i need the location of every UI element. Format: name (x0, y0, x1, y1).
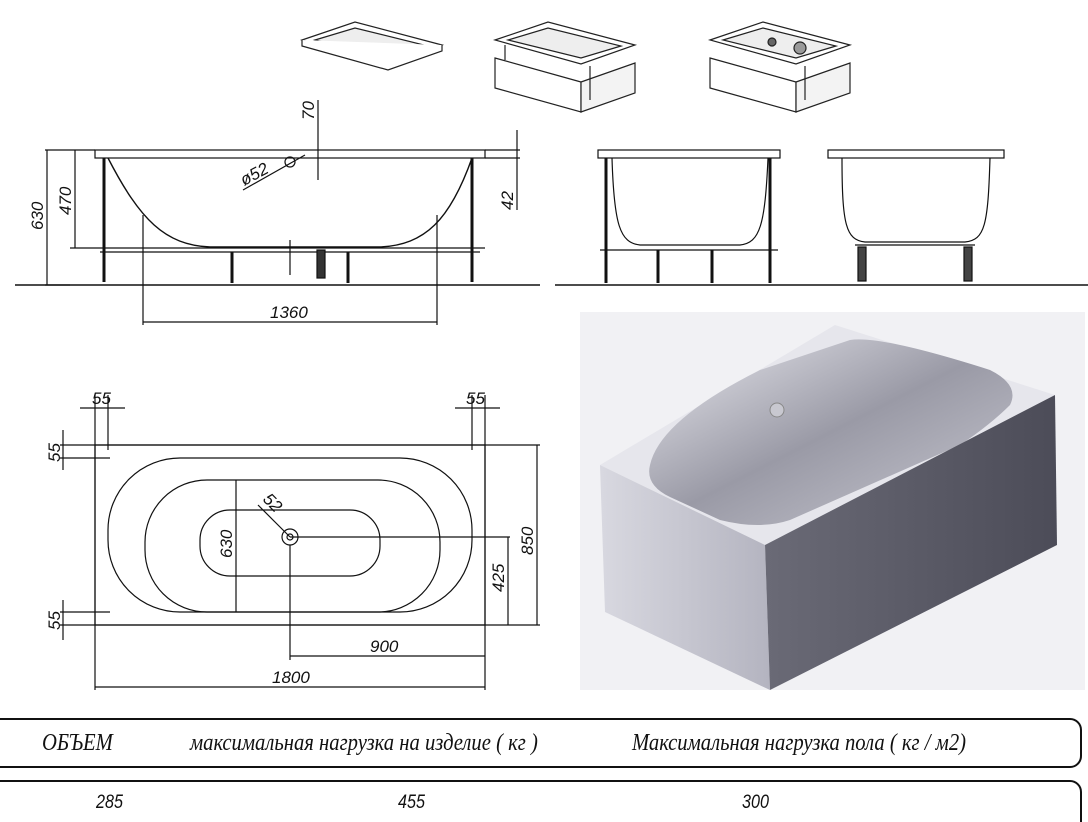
value-max-load-product: 455 (398, 792, 425, 813)
dim-1800: 1800 (272, 668, 310, 687)
table-header-row: ОБЪЕМ максимальная нагрузка на изделие (… (0, 718, 1082, 768)
header-max-load-product: максимальная нагрузка на изделие ( кг ) (190, 730, 538, 756)
dim-55-side-bottom: 55 (45, 611, 64, 630)
dim-630-plan: 630 (217, 529, 236, 558)
header-volume: ОБЪЕМ (42, 730, 113, 756)
dim-overflow-diameter: ø52 (237, 159, 272, 190)
end-view-frame (555, 149, 1088, 286)
dim-425: 425 (489, 563, 508, 592)
table-value-row: 285 455 300 (0, 780, 1082, 822)
dim-630-side: 630 (28, 201, 47, 230)
value-max-load-floor: 300 (742, 792, 769, 813)
dim-470-side: 470 (56, 186, 75, 215)
dim-55-top-left: 55 (92, 389, 111, 408)
thumbnail-tub-with-hydromassage (707, 21, 853, 113)
dim-52-plan: 52 (259, 489, 286, 516)
thumbnail-tub-only (299, 21, 445, 71)
side-view (15, 100, 540, 325)
dim-42: 42 (498, 191, 517, 210)
end-view-legs (827, 149, 1005, 282)
dim-55-top-right: 55 (466, 389, 485, 408)
header-max-load-floor: Максимальная нагрузка пола ( кг / м2) (632, 730, 967, 756)
dim-70: 70 (299, 101, 318, 120)
value-volume: 285 (96, 792, 123, 813)
dim-55-side-top: 55 (45, 443, 64, 462)
thumbnail-tub-with-panel (492, 21, 638, 113)
plan-view (60, 395, 540, 690)
dim-1360: 1360 (270, 303, 308, 322)
dim-900: 900 (370, 637, 399, 656)
dim-850: 850 (518, 526, 537, 555)
bathtub-3d-render (580, 312, 1085, 690)
